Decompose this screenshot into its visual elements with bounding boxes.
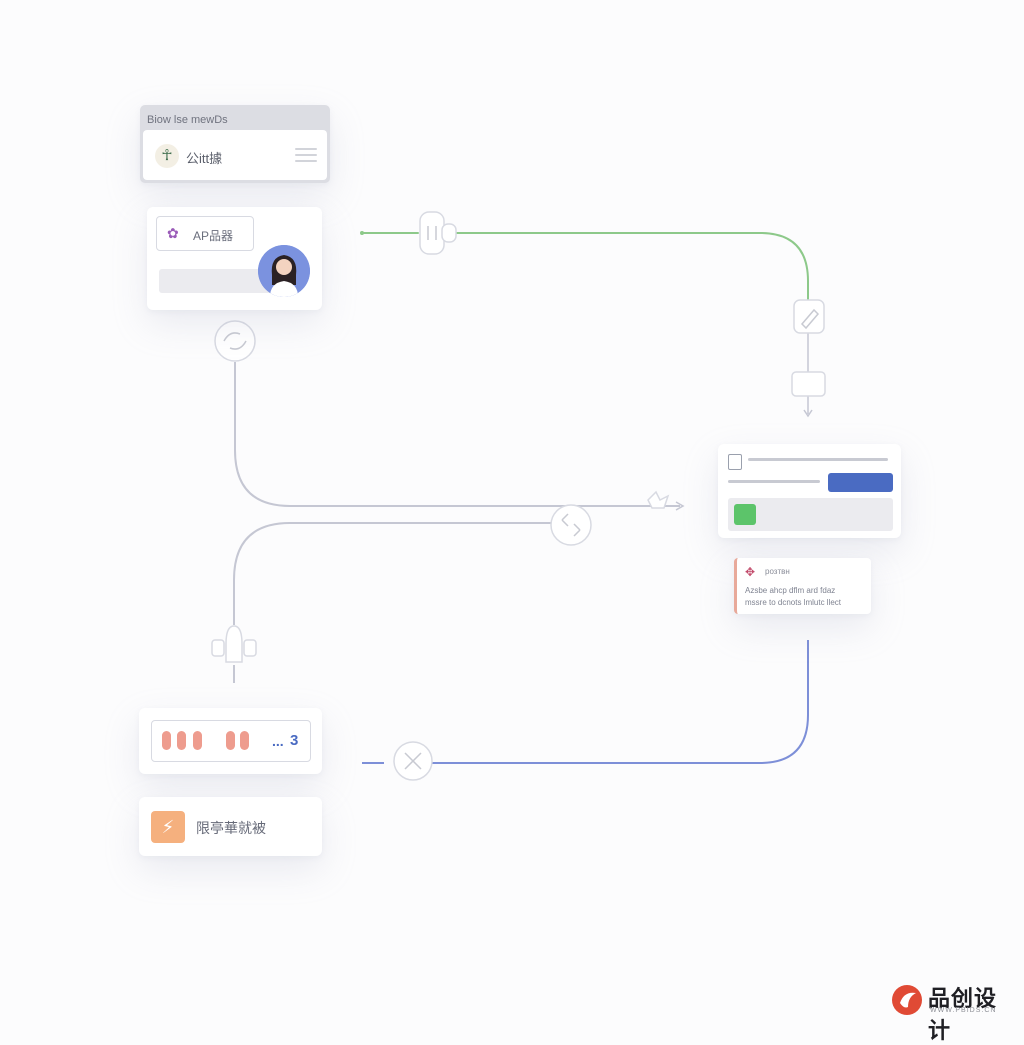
figure-icon: ✥ [745, 565, 756, 579]
connector-gray-left [233, 522, 552, 683]
user-avatar-icon[interactable] [258, 245, 310, 297]
node-plug[interactable] [419, 211, 457, 255]
node-close[interactable] [393, 741, 433, 781]
connector-gray-right-arrowhead [803, 409, 813, 418]
card-d-body-line-2: mssre to dcnots lmlutc llect [745, 598, 842, 607]
connector-gray-main [234, 362, 680, 507]
card-d-body-line-1: Azsbe ahcp dflm ard fdaz [745, 586, 836, 595]
card-b-chip-label: AP品器 [193, 229, 234, 243]
card-c-primary-button[interactable] [828, 473, 893, 492]
document-icon [728, 454, 742, 470]
watermark-logo-icon [892, 985, 922, 1015]
bird-icon [647, 490, 670, 509]
connector-gray-main-arrowhead [675, 501, 685, 511]
node-bell[interactable] [211, 625, 257, 663]
node-bird[interactable] [647, 490, 670, 509]
pagination: ... 3 [151, 720, 311, 762]
connector-blue [362, 640, 809, 764]
running-figure-icon: ☥ [155, 144, 179, 168]
card-c-panel[interactable] [728, 498, 893, 531]
card-a-label: 公itt據 [186, 151, 223, 166]
node-square[interactable] [791, 371, 826, 397]
watermark-url: WWW.PBIDS.CN [930, 1007, 997, 1014]
card-brand[interactable]: ⚡ 限亭華就被 [139, 797, 322, 856]
card-pagination[interactable]: ... 3 [139, 708, 322, 774]
menu-lines-icon[interactable] [295, 148, 317, 164]
bell-icon [225, 625, 243, 663]
card-c-heading-line [748, 458, 888, 461]
pagination-ellipsis: ... [272, 733, 284, 749]
page-pill-4[interactable] [226, 731, 235, 750]
card-c-green-badge[interactable] [734, 504, 756, 525]
node-transfer[interactable] [550, 504, 592, 546]
plug-icon [427, 226, 437, 240]
card-form[interactable] [718, 444, 901, 538]
card-c-text-line [728, 480, 820, 483]
card-note[interactable]: ✥ розтвн Azsbe ahcp dflm ard fdaz mssre … [734, 558, 871, 614]
page-pill-2[interactable] [177, 731, 186, 750]
card-a-title: Biow lse mewDs [147, 114, 228, 126]
pagination-last-page[interactable]: 3 [290, 732, 299, 749]
card-app-header[interactable]: Biow lse mewDs ☥ 公itt據 [140, 105, 330, 183]
sync-icon [223, 332, 247, 350]
transfer-icon [561, 513, 581, 537]
node-edit[interactable] [793, 299, 825, 334]
page-pill-5[interactable] [240, 731, 249, 750]
close-icon [404, 752, 422, 770]
watermark: 品创设计 WWW.PBIDS.CN [888, 980, 1016, 1043]
card-b-chip[interactable]: ✿ AP品器 [156, 216, 254, 251]
connector-green-start [360, 231, 364, 235]
page-pill-3[interactable] [193, 731, 202, 750]
edit-icon [800, 308, 820, 330]
card-profile[interactable]: ✿ AP品器 [147, 207, 322, 310]
card-a-inner[interactable]: ☥ 公itt據 [143, 130, 327, 180]
card-d-tag: розтвн [765, 567, 790, 576]
bolt-logo-icon: ⚡ [151, 811, 185, 843]
node-sync[interactable] [214, 320, 256, 362]
flow-canvas: Biow lse mewDs ☥ 公itt據 ✿ AP品器 [139, 105, 1016, 1043]
page-pill-1[interactable] [162, 731, 171, 750]
card-b-input-bar[interactable] [159, 269, 277, 293]
card-f-label: 限亭華就被 [196, 820, 266, 836]
sparkle-icon: ✿ [167, 225, 179, 241]
